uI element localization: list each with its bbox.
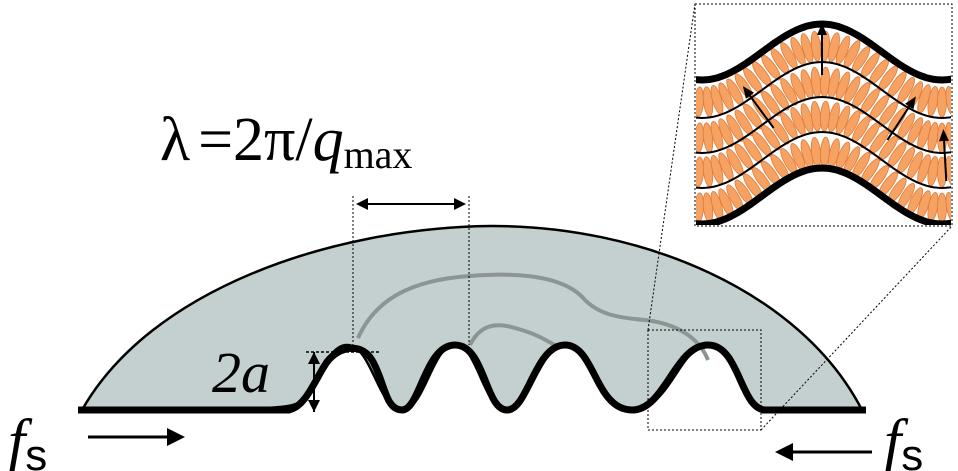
- zoom-connector-right: [760, 225, 953, 431]
- smectic-layer-line: [696, 130, 951, 190]
- arrow-head: [905, 96, 916, 110]
- liquid-crystal-molecule: [770, 84, 790, 111]
- liquid-crystal-molecule: [897, 146, 915, 175]
- smectic-layer-line: [696, 60, 951, 120]
- liquid-crystal-molecule: [937, 192, 947, 224]
- amplitude-marker: [306, 351, 380, 412]
- liquid-crystal-molecule: [780, 78, 798, 106]
- interface-boundary: [696, 164, 951, 225]
- liquid-crystal-molecule: [851, 82, 871, 109]
- liquid-crystal-molecule: [945, 85, 951, 117]
- liquid-crystal-molecule: [860, 88, 880, 115]
- liquid-crystal-molecule: [843, 76, 861, 105]
- force-arrow-left: [88, 428, 185, 446]
- wavelength-arrow: [356, 198, 466, 210]
- force-left-label: fs: [8, 408, 47, 471]
- liquid-crystal-molecule: [726, 148, 744, 176]
- arrow-head: [939, 129, 949, 142]
- liquid-crystal-molecule: [897, 76, 915, 105]
- inner-curve-upper: [356, 272, 710, 361]
- inner-curve-lower: [468, 323, 561, 350]
- liquid-crystal-molecule: [945, 191, 951, 223]
- liquid-crystal-molecule: [726, 114, 744, 142]
- zoom-region-box: [647, 329, 762, 431]
- layer-normal-arrow: [886, 100, 914, 141]
- arrow-head: [817, 23, 827, 35]
- inset-panel: [694, 3, 953, 227]
- liquid-crystal-molecule: [937, 86, 947, 118]
- arrow-head: [742, 86, 754, 99]
- zoom-connector-left: [647, 3, 696, 331]
- force-arrow-right: [775, 443, 872, 461]
- layer-normal-arrow: [745, 90, 775, 129]
- liquid-crystal-molecule: [906, 117, 924, 146]
- smectic-layer-line: [696, 95, 951, 155]
- wavelength-formula: λ=2π/qmax: [160, 106, 412, 177]
- wrinkled-substrate: [287, 341, 767, 414]
- layer-normal-arrow: [942, 134, 948, 181]
- liquid-crystal-molecule: [761, 90, 781, 117]
- liquid-crystal-molecule: [897, 112, 915, 141]
- liquid-crystal-molecule: [726, 78, 744, 106]
- amplitude-label: 2a: [212, 340, 270, 405]
- force-right-label: fs: [884, 408, 923, 471]
- interface-boundary: [696, 20, 951, 84]
- liquid-crystal-molecule: [718, 118, 734, 147]
